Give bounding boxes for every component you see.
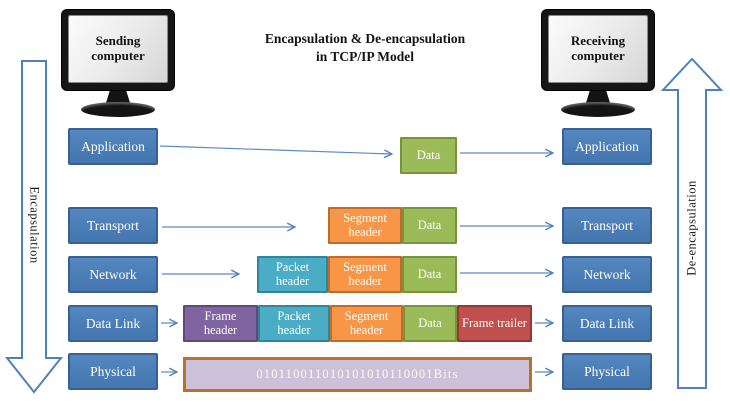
de-encapsulation-up-arrow-icon [660, 57, 724, 389]
receiving-computer-label: Receiving computer [570, 33, 626, 63]
pdu-box-data: Data [403, 305, 457, 342]
pdu-box-data: Data [400, 137, 457, 174]
physical-bits-box: 010110011010101010110001Bits [183, 357, 532, 392]
right-layer-physical: Physical [562, 353, 652, 390]
layer-label: Physical [584, 363, 630, 379]
layer-label: Transport [580, 217, 633, 233]
pdu-row-application: Data [400, 137, 457, 174]
monitor-base-icon [81, 102, 155, 117]
left-layer-transport: Transport [68, 207, 158, 244]
pdu-row-transport: Segment header Data [328, 207, 457, 244]
pdu-box-data: Data [402, 207, 457, 244]
pdu-row-datalink: Frame header Packet header Segment heade… [183, 305, 532, 342]
pdu-box-segment-header: Segment header [330, 305, 403, 342]
pdu-box-segment-header: Segment header [328, 256, 402, 293]
pdu-box-data: Data [402, 256, 457, 293]
left-layer-application: Application [68, 128, 158, 165]
left-layer-network: Network [68, 256, 158, 293]
pdu-box-packet-header: Packet header [257, 256, 328, 293]
layer-label: Data Link [85, 315, 141, 331]
layer-label: Physical [90, 363, 136, 379]
sending-computer-icon: Sending computer [61, 9, 175, 117]
layer-label: Network [583, 266, 631, 282]
layer-label: Application [81, 138, 145, 154]
layer-label: Application [575, 138, 639, 154]
right-layer-network: Network [562, 256, 652, 293]
de-encapsulation-label: De-encapsulation [684, 180, 699, 276]
monitor-base-icon [561, 102, 635, 117]
monitor-screen: Receiving computer [548, 15, 648, 83]
pdu-box-segment-header: Segment header [328, 207, 402, 244]
receiving-computer-icon: Receiving computer [541, 9, 655, 117]
left-layer-datalink: Data Link [68, 305, 158, 342]
diagram-title: Encapsulation & De-encapsulation in TCP/… [215, 30, 515, 66]
right-layer-datalink: Data Link [562, 305, 652, 342]
title-line-2: in TCP/IP Model [315, 49, 414, 65]
encapsulation-label: Encapsulation [27, 186, 42, 264]
right-layer-transport: Transport [562, 207, 652, 244]
pdu-box-frame-trailer: Frame trailer [457, 305, 532, 342]
layer-label: Network [89, 266, 137, 282]
left-layer-physical: Physical [68, 353, 158, 390]
layer-label: Transport [86, 217, 139, 233]
layer-label: Data Link [579, 315, 635, 331]
monitor-bezel: Receiving computer [541, 9, 655, 91]
title-line-1: Encapsulation & De-encapsulation [264, 31, 466, 46]
monitor-bezel: Sending computer [61, 9, 175, 91]
pdu-box-packet-header: Packet header [258, 305, 330, 342]
right-layer-application: Application [562, 128, 652, 165]
sending-computer-label: Sending computer [91, 33, 145, 63]
pdu-row-network: Packet header Segment header Data [257, 256, 457, 293]
monitor-screen: Sending computer [68, 15, 168, 83]
pdu-box-frame-header: Frame header [183, 305, 258, 342]
